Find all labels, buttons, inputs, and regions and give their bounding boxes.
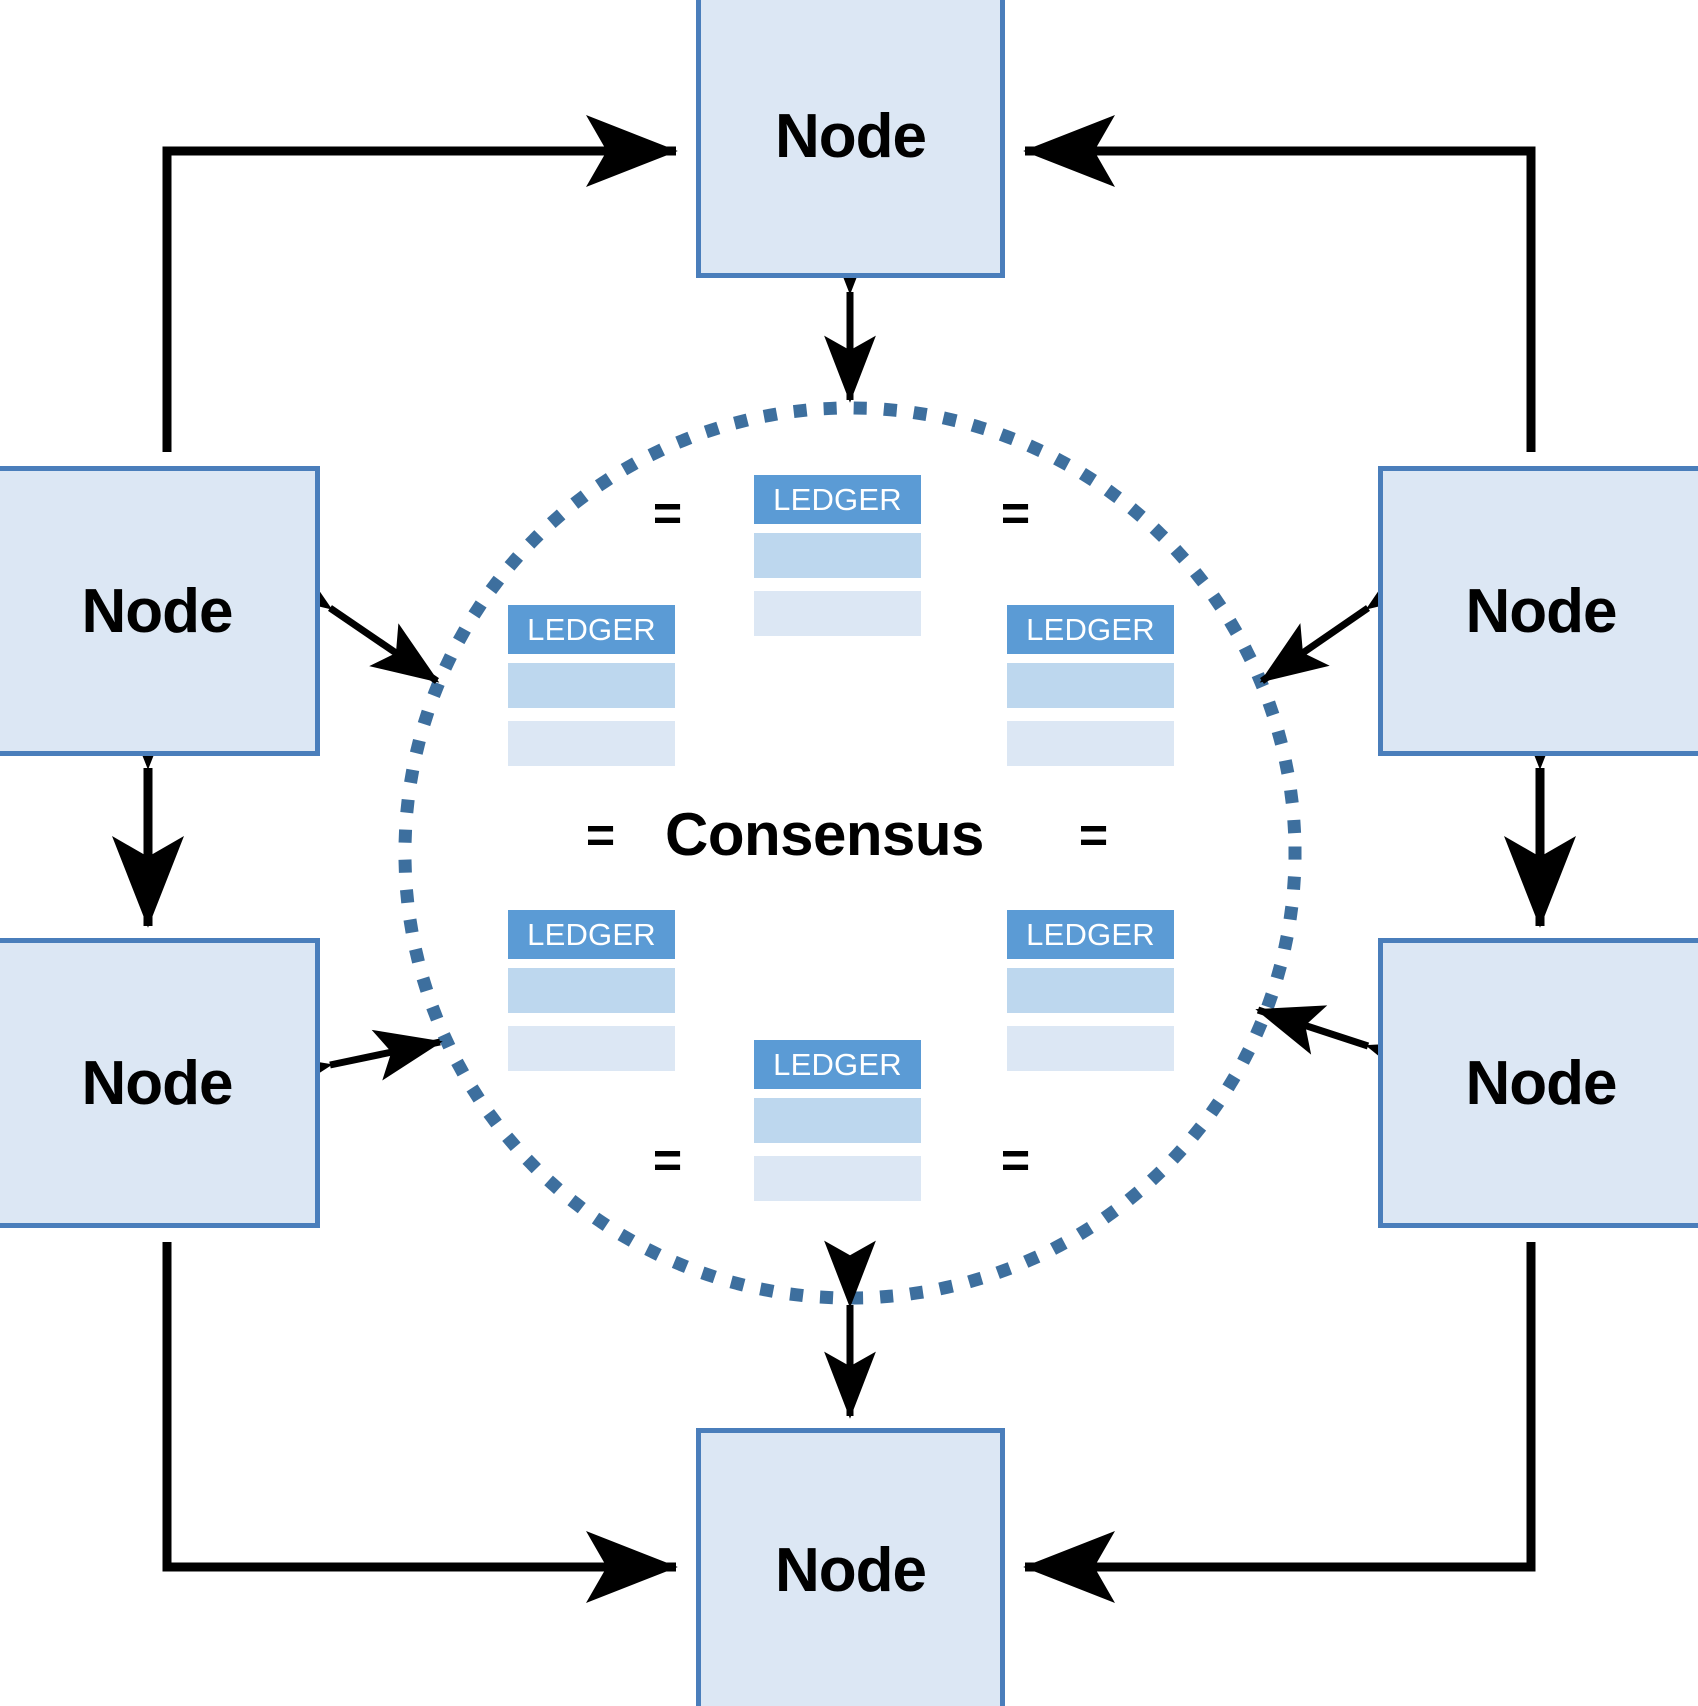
node-label: Node (81, 576, 234, 646)
ledger-row-low (1007, 1026, 1174, 1071)
connector-left-lower-node-to-consensus (261, 1029, 443, 1104)
connector-left-upper-to-top-elbow (162, 115, 678, 452)
ledger-card-bottom[interactable]: LEDGER (754, 1040, 921, 1201)
equals-mark-mid-right: = (1078, 807, 1108, 863)
connector-left-lower-to-bottom-elbow (162, 1242, 678, 1604)
ledger-card-lower-right[interactable]: LEDGER (1007, 910, 1174, 1071)
connector-right-upper-node-to-consensus (1259, 550, 1436, 684)
node-label: Node (775, 1535, 927, 1605)
ledger-card-upper-right[interactable]: LEDGER (1007, 605, 1174, 766)
node-box-right-lower[interactable]: Node (1378, 938, 1698, 1228)
ledger-row-low (754, 591, 921, 636)
consensus-label: Consensus (665, 801, 984, 868)
node-box-top[interactable]: Node (696, 0, 1005, 278)
equals-mark-bottom-left: = (652, 1132, 682, 1188)
ledger-card-lower-left[interactable]: LEDGER (508, 910, 675, 1071)
node-box-right-upper[interactable]: Node (1378, 466, 1698, 756)
ledger-row-low (508, 721, 675, 766)
ledger-row-mid (508, 663, 675, 708)
ledger-row-low (508, 1026, 675, 1071)
equals-mark-bottom-right: = (1000, 1132, 1030, 1188)
connector-right-lower-node-to-consensus (1255, 1005, 1438, 1091)
node-label: Node (1465, 1048, 1618, 1118)
ledger-title: LEDGER (508, 605, 675, 654)
equals-mark-mid-left: = (585, 807, 615, 863)
ledger-row-low (754, 1156, 921, 1201)
ledger-card-upper-left[interactable]: LEDGER (508, 605, 675, 766)
ledger-title: LEDGER (508, 910, 675, 959)
ledger-title: LEDGER (754, 1040, 921, 1089)
node-label: Node (1465, 576, 1618, 646)
connector-right-lower-to-bottom-elbow (1023, 1242, 1536, 1603)
connector-right-upper-to-top-elbow (1023, 114, 1536, 452)
equals-mark-top-left: = (652, 485, 682, 541)
ledger-row-mid (754, 1098, 921, 1143)
ledger-title: LEDGER (1007, 910, 1174, 959)
node-box-left-upper[interactable]: Node (0, 466, 320, 756)
ledger-row-mid (1007, 968, 1174, 1013)
node-box-left-lower[interactable]: Node (0, 938, 320, 1228)
ledger-title: LEDGER (754, 475, 921, 524)
equals-mark-top-right: = (1000, 485, 1030, 541)
node-label: Node (775, 101, 927, 171)
ledger-row-low (1007, 721, 1174, 766)
node-box-bottom[interactable]: Node (696, 1428, 1005, 1706)
ledger-title: LEDGER (1007, 605, 1174, 654)
ledger-card-top[interactable]: LEDGER (754, 475, 921, 636)
node-label: Node (81, 1048, 234, 1118)
ledger-row-mid (508, 968, 675, 1013)
connector-left-upper-node-to-consensus (262, 550, 440, 684)
ledger-row-mid (754, 533, 921, 578)
ledger-row-mid (1007, 663, 1174, 708)
